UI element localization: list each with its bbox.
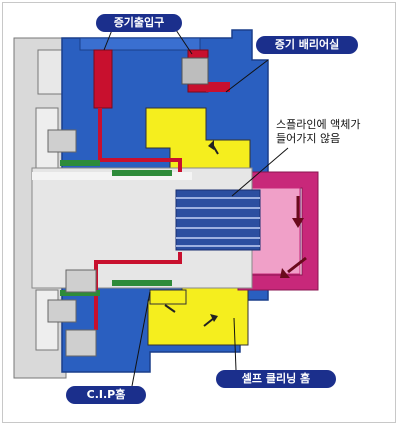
label-steam-barrier-seal: 증기 배리어실 bbox=[256, 36, 358, 54]
label-no-liquid-line2: 들어가지 않음 bbox=[276, 132, 341, 145]
red-seal-ring-upper bbox=[206, 82, 230, 92]
flow-arrow bbox=[210, 314, 218, 322]
bearing-part bbox=[65, 269, 97, 293]
bearing-part bbox=[65, 329, 97, 357]
green-ring bbox=[112, 170, 172, 176]
flow-arrow bbox=[208, 140, 214, 150]
flow-arrow bbox=[292, 218, 304, 228]
flow-arrow bbox=[287, 256, 307, 274]
bolt bbox=[181, 57, 209, 85]
green-ring bbox=[60, 160, 100, 166]
steam-port-red-left bbox=[93, 49, 113, 109]
label-self-cleaning-groove: 셀프 클리닝 홈 bbox=[216, 370, 336, 388]
red-seal-line-upper bbox=[98, 108, 182, 172]
green-ring bbox=[112, 280, 172, 286]
yellow-seal-insert bbox=[149, 289, 187, 305]
bearing-part bbox=[47, 129, 77, 153]
flow-arrow bbox=[203, 317, 215, 327]
label-cip-groove: C.I.P홈 bbox=[66, 386, 146, 404]
pointer-arrow bbox=[233, 317, 237, 371]
green-ring bbox=[60, 290, 100, 296]
label-no-liquid-line1: 스플라인에 액체가 bbox=[276, 118, 361, 131]
image-frame bbox=[2, 2, 396, 423]
label-steam-inlet: 증기출입구 bbox=[96, 14, 182, 32]
pointer-arrow bbox=[175, 29, 193, 55]
flow-arrow bbox=[280, 268, 290, 278]
pointer-arrow bbox=[131, 291, 151, 387]
flow-arrow bbox=[164, 304, 176, 313]
pointer-arrow bbox=[103, 29, 113, 51]
top-flange bbox=[79, 37, 201, 51]
pointer-arrow bbox=[225, 59, 269, 93]
pointer-arrow bbox=[231, 147, 289, 197]
spline bbox=[175, 189, 261, 251]
bearing-part bbox=[47, 299, 77, 323]
